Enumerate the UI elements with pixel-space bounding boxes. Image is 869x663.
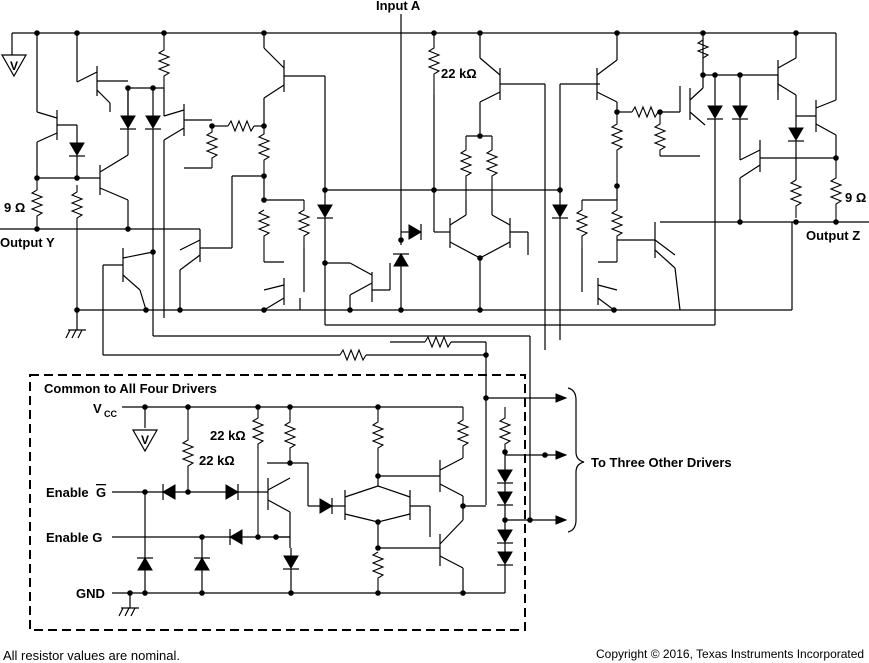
input-a-label: Input A <box>376 0 421 13</box>
r9-right-label: 9 Ω <box>845 190 866 205</box>
center-input-stage: 22 kΩ <box>103 33 715 520</box>
r9-left-label: 9 Ω <box>4 200 25 215</box>
left-driver: 9 Ω Output Y <box>0 33 326 355</box>
nominal-note: All resistor values are nominal. <box>3 648 180 663</box>
r22k-b-label: 22 kΩ <box>199 453 235 468</box>
outputs-to-other-drivers: To Three Other Drivers <box>483 387 732 533</box>
common-title: Common to All Four Drivers <box>44 381 217 396</box>
r22k-top-label: 22 kΩ <box>441 66 477 81</box>
enable-g-bar-label: Enable <box>46 485 89 500</box>
vcc-indicator-top: V <box>0 54 28 78</box>
ground-symbol-bottom <box>118 607 139 617</box>
output-y-label: Output Y <box>0 235 55 250</box>
right-driver: 9 Ω Output Z <box>575 33 869 325</box>
three-other-label: To Three Other Drivers <box>591 455 732 470</box>
top-supply-rail <box>11 30 837 100</box>
output-z-label: Output Z <box>806 228 860 243</box>
gnd-label: GND <box>76 586 105 601</box>
vcc-symbol-bottom: V <box>141 433 149 447</box>
r22k-a-label: 22 kΩ <box>210 428 246 443</box>
enable-g-bar-letter: G <box>96 485 106 500</box>
vcc-symbol-top: V <box>10 59 18 73</box>
vcc-indicator-bottom: V <box>131 429 159 453</box>
copyright-text: Copyright © 2016, Texas Instruments Inco… <box>596 647 864 661</box>
vcc-label: V <box>93 401 102 416</box>
enable-g-label: Enable G <box>46 530 102 545</box>
input-a: Input A <box>376 0 421 245</box>
vcc-subscript: CC <box>104 409 117 419</box>
common-driver-box: Common to All Four Drivers V CC V 22 kΩ … <box>29 374 526 631</box>
ground-symbol-top <box>65 329 86 339</box>
